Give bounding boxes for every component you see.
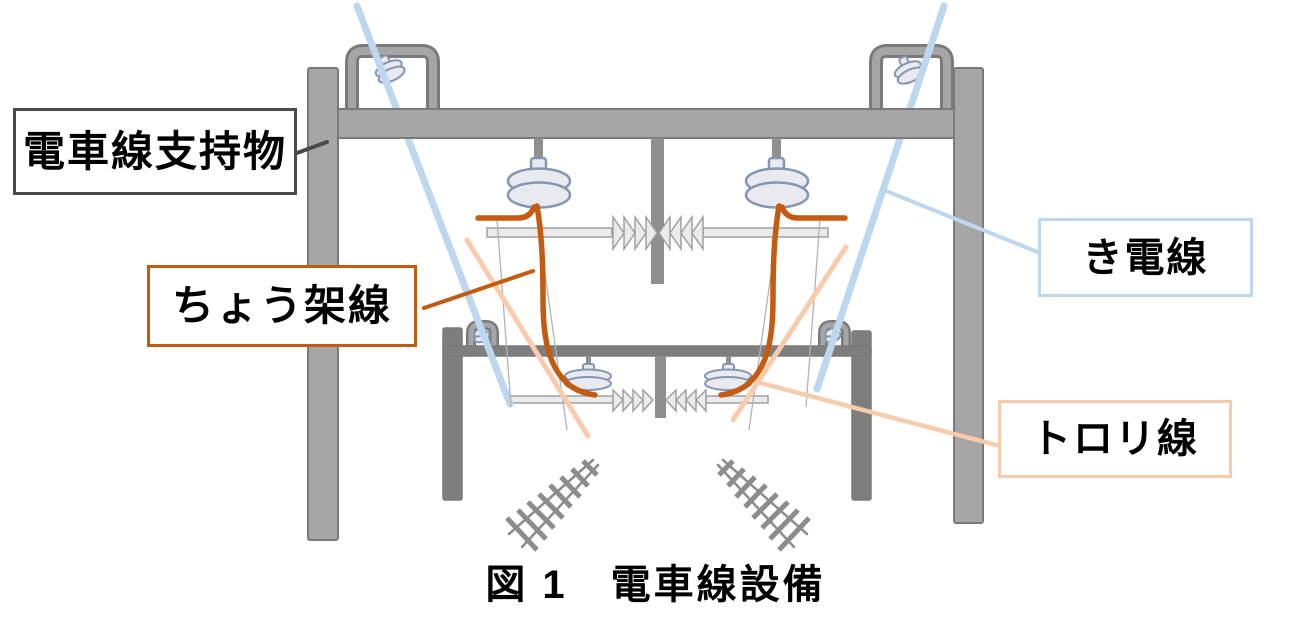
feeder-wire-right <box>813 2 948 393</box>
label-catenary-wire-text: ちょう架線 <box>171 282 392 329</box>
contact-wires <box>464 203 849 439</box>
catenary-wire-right <box>718 203 782 398</box>
label-feeder-wire-text: き電線 <box>1082 235 1209 280</box>
trolley-wire-left <box>464 237 591 439</box>
catenary-wire-left <box>534 203 598 398</box>
catenary-leader-line <box>422 269 535 310</box>
main-crossbeam <box>315 108 975 139</box>
lower-tension-assembly <box>507 388 769 413</box>
lower-right-pole <box>851 330 872 501</box>
feeder-wires <box>353 2 948 408</box>
upper-center-post <box>651 138 664 284</box>
feeder-wire-left <box>353 2 514 408</box>
label-support-structure: 電車線支持物 <box>13 108 297 195</box>
lower-center-post <box>655 356 666 418</box>
right-pole <box>953 67 984 524</box>
main-hoop-brackets <box>345 44 954 123</box>
right-track <box>716 458 811 552</box>
support-leader-line <box>295 140 329 155</box>
trolley-wire-right <box>730 244 849 423</box>
label-trolley-wire: トロリ線 <box>998 400 1232 478</box>
label-trolley-wire-text: トロリ線 <box>1031 417 1199 461</box>
feeder-leader-line <box>884 189 1042 255</box>
label-support-structure-text: 電車線支持物 <box>22 127 287 175</box>
upper-tension-assembly <box>486 214 829 252</box>
figure-caption: 図 1 電車線設備 <box>485 563 826 607</box>
left-suspension-insulator-icon <box>506 138 572 209</box>
catenary-wire-left-top <box>475 204 537 221</box>
label-feeder-wire: き電線 <box>1038 218 1253 297</box>
right-suspension-insulator-icon <box>744 138 810 209</box>
lower-left-pole <box>442 327 463 501</box>
catenary-wire-right-top <box>779 204 848 221</box>
left-track <box>505 458 600 552</box>
trolley-leader-line <box>754 379 1003 449</box>
main-gantry <box>307 67 984 541</box>
leader-lines <box>295 140 1042 449</box>
label-catenary-wire: ちょう架線 <box>147 265 417 347</box>
